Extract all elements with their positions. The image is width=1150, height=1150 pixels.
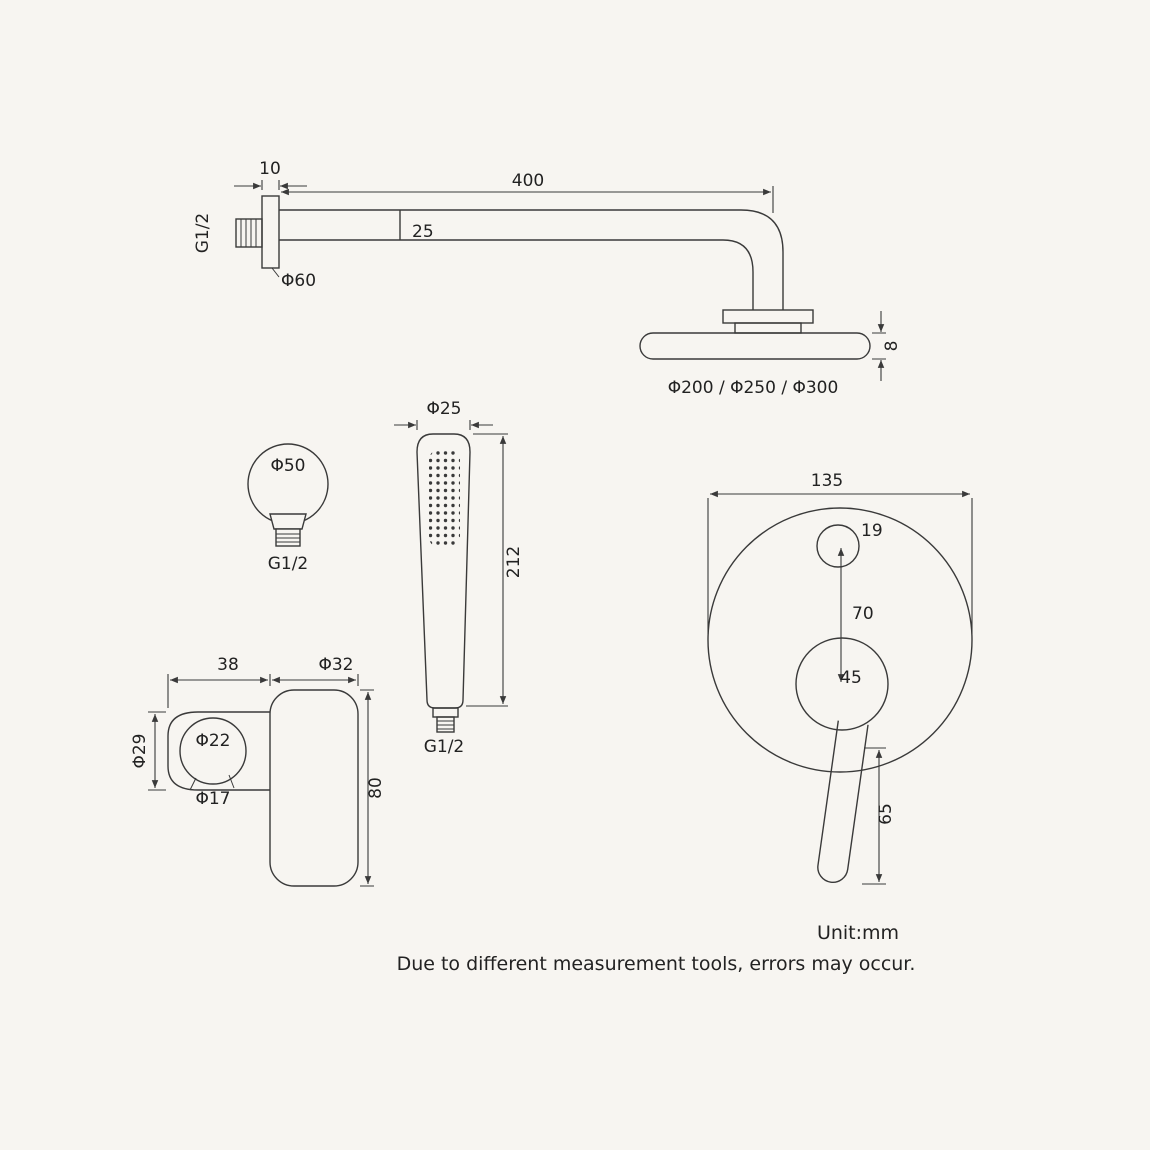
dim-phi25-extension-lines: [416, 420, 471, 430]
outlet-nut: [269, 513, 307, 530]
measurement-disclaimer: Due to different measurement tools, erro…: [397, 953, 916, 975]
handshower-thread-size-label: G1/2: [424, 737, 465, 757]
footer-notes: Unit:mm Due to different measurement too…: [397, 922, 916, 975]
wall-bracket: Φ22 Φ17 38 Φ32 Φ29 80: [130, 655, 386, 887]
mixer-plate-circle: [707, 507, 973, 773]
dim-body-diameter-label: Φ32: [318, 655, 353, 675]
arm-thread-lines: [240, 219, 257, 247]
mixer-handle-lever: [817, 720, 869, 883]
dim-212-extension-lines: [466, 433, 508, 707]
arm-thread-size-label: G1/2: [193, 213, 213, 254]
dim-button-diameter-label: 19: [861, 521, 883, 541]
dim-clamp-height-label: Φ29: [130, 733, 150, 768]
dim-handle-length-label: 65: [876, 803, 896, 825]
outlet-thread-size-label: G1/2: [268, 554, 309, 574]
wall-outlet: Φ50 G1/2: [247, 443, 329, 574]
head-diameter-options-label: Φ200 / Φ250 / Φ300: [668, 378, 839, 398]
dim-flange-diameter-label: Φ60: [281, 271, 316, 291]
dim-handshower-length-label: 212: [504, 546, 524, 578]
dim-handshower-diameter-label: Φ25: [426, 399, 461, 419]
dim-135-extension-lines: [707, 498, 973, 634]
head-collar-lower: [734, 322, 802, 334]
shower-arm-assembly: 10 400 25 G1/2 Φ60 8 Φ200 / Φ250 / Φ300: [193, 159, 902, 398]
dim-8-extension-lines: [872, 332, 886, 360]
dim-head-thickness-label: 8: [882, 341, 902, 352]
mixer-diverter-button-circle: [816, 524, 860, 568]
arm-thread-nipple: [235, 218, 263, 248]
bracket-slot-lines: [189, 774, 235, 791]
dim-wall-thickness-label: 10: [259, 159, 281, 179]
dim-handle-base-label: 45: [840, 668, 862, 688]
dim-opening-label: Φ17: [195, 789, 230, 809]
dim-ring-inner-label: Φ22: [195, 731, 230, 751]
shower-head-profile: [639, 332, 871, 360]
spray-face-dots: [429, 449, 460, 548]
dim-65-extension-lines: [862, 747, 886, 885]
bracket-clamp-outline: [167, 711, 270, 791]
bracket-ring-circle: [179, 717, 247, 785]
dim-outlet-diameter-label: Φ50: [270, 456, 305, 476]
dim-arm-diameter-label: 25: [412, 222, 434, 242]
dim-top-extension-lines: [167, 674, 359, 708]
arm-inner-contour: [279, 239, 754, 310]
outlet-thread-lines: [276, 533, 300, 543]
hand-shower: Φ25 G1/2 212: [394, 399, 524, 757]
arm-outer-contour: [279, 209, 784, 310]
unit-label: Unit:mm: [817, 922, 899, 944]
mixer-valve: 135 19 70 45 65: [707, 471, 973, 885]
handshower-body-outline: [416, 433, 471, 709]
handshower-nut: [432, 707, 459, 718]
dim-body-length-label: 80: [366, 777, 386, 799]
dim-center-spacing-label: 70: [852, 604, 874, 624]
dim-phi60-leader: [271, 267, 280, 278]
dim-arm-length-label: 400: [512, 171, 544, 191]
head-collar-upper: [722, 309, 814, 324]
dim-10-extension-lines: [261, 180, 280, 190]
dim-80-extension-lines: [360, 689, 374, 887]
dim-plate-diameter-label: 135: [811, 471, 843, 491]
dim-phi29-extension-lines: [148, 711, 166, 791]
handshower-thread-lines: [437, 720, 454, 730]
arm-wall-flange: [261, 195, 280, 269]
bracket-body-cylinder: [269, 689, 359, 887]
dim-clamp-width-label: 38: [217, 655, 239, 675]
